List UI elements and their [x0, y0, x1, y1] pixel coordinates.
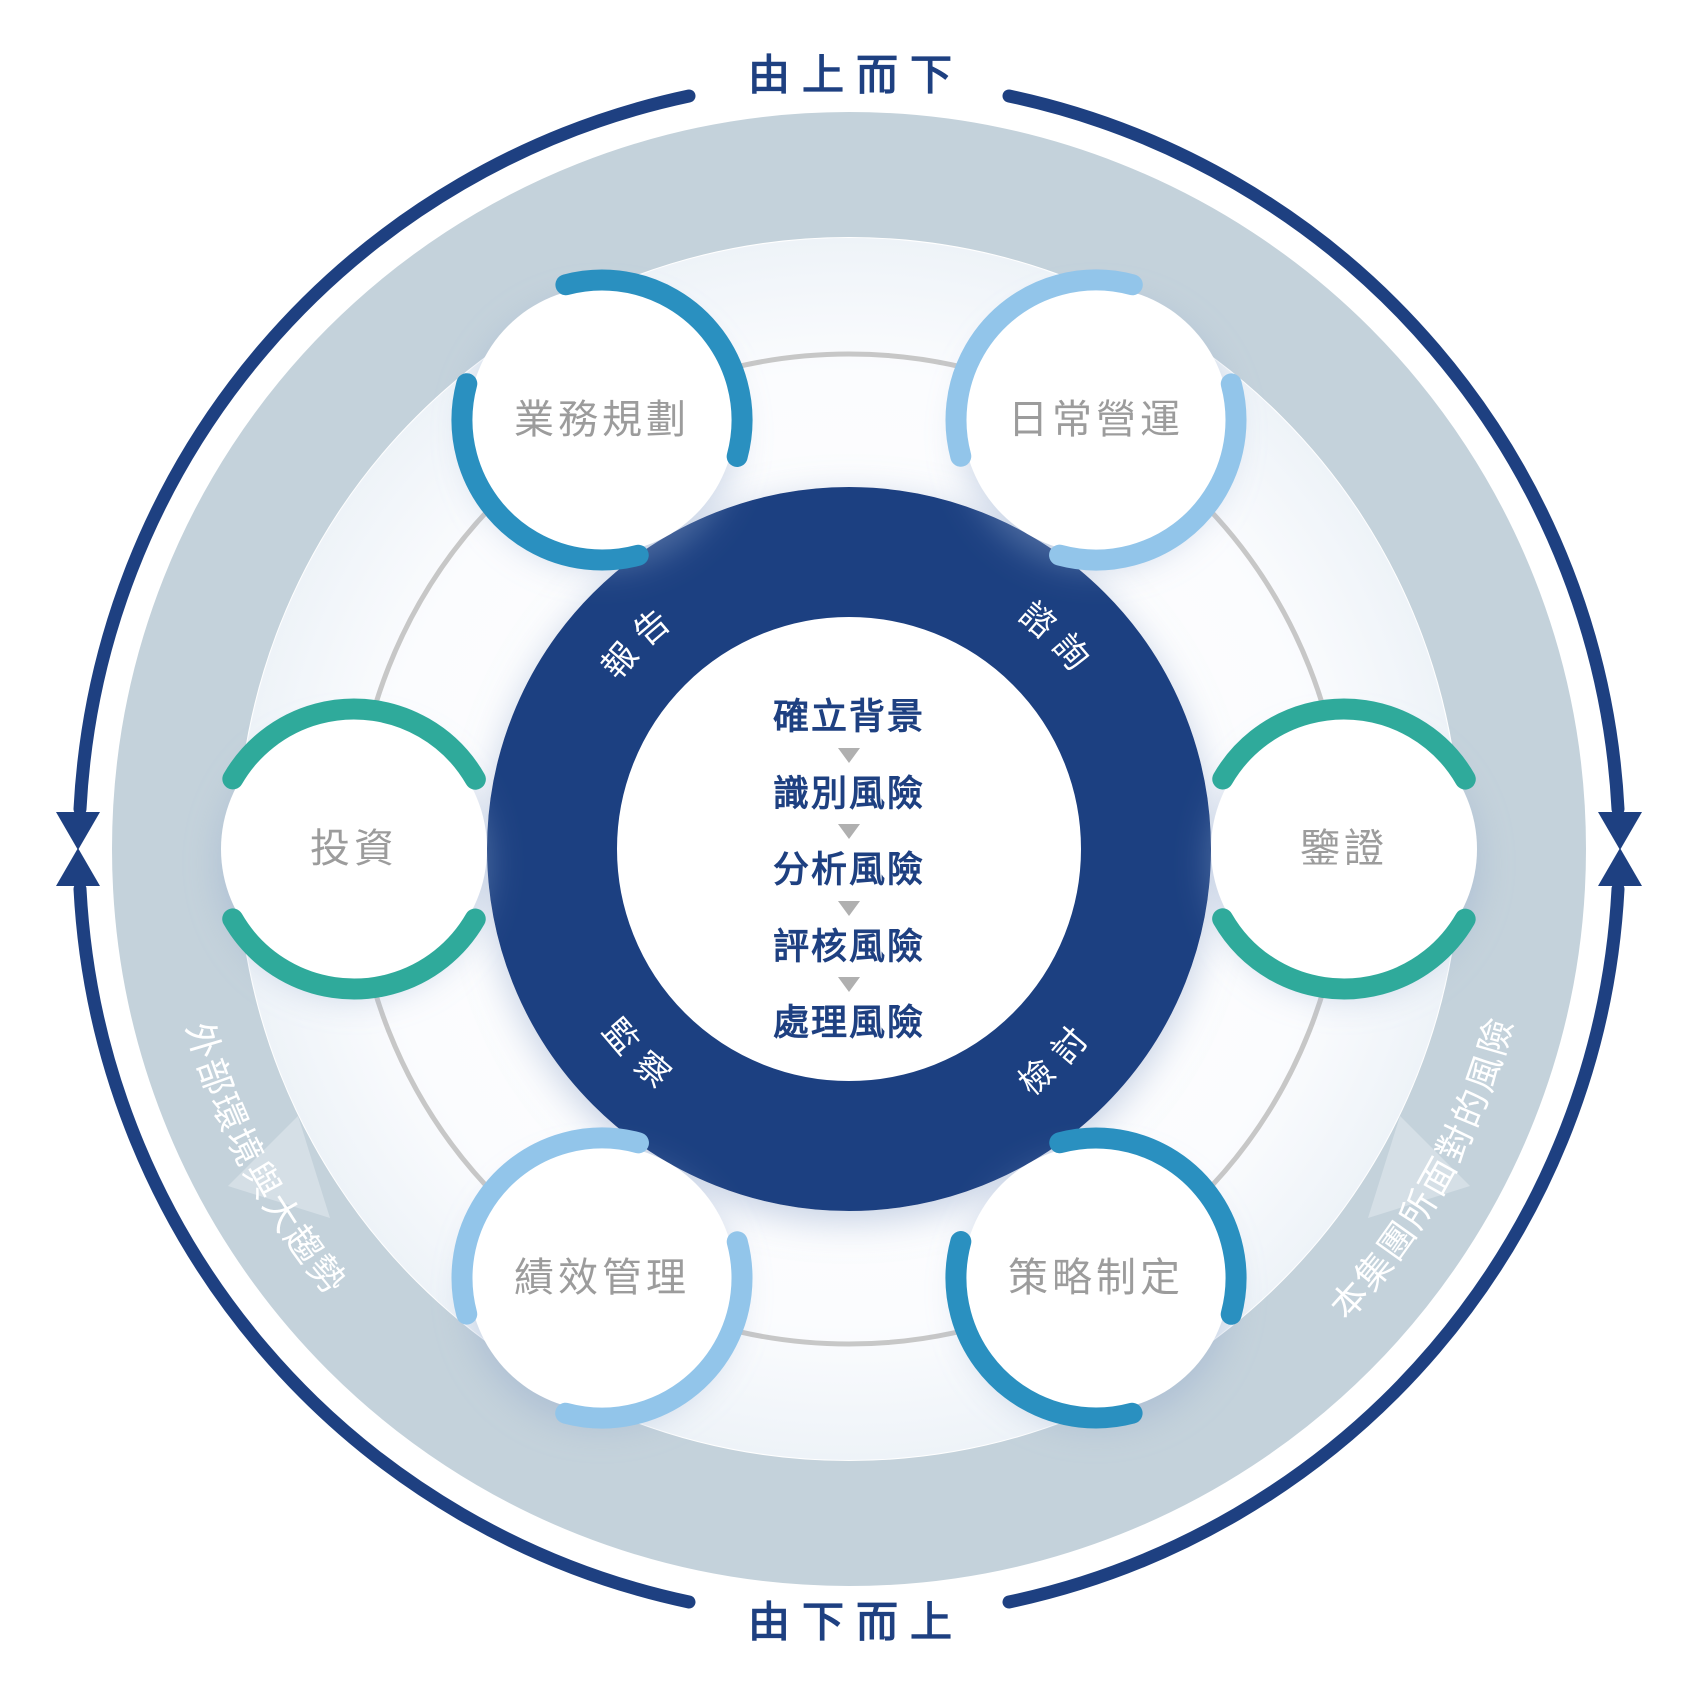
- converge-arrow-left-down-icon: [56, 812, 100, 850]
- band-arrow-right-icon: [1368, 1116, 1470, 1218]
- outer-band-ring: [112, 112, 1586, 1586]
- satellite-arc: [203, 698, 505, 1000]
- satellite-arc: [1193, 698, 1495, 1000]
- satellite-arc: [945, 1127, 1247, 1429]
- step-arrow-down-icon: [838, 824, 860, 839]
- outer-cycle-arc-bottom-right: [1002, 882, 1625, 1609]
- satellite-strategy-formulation: 策略制定: [945, 1127, 1247, 1429]
- satellite-label: 業務規劃: [514, 397, 690, 443]
- process-step-treat-risk: 處理風險: [773, 1003, 925, 1044]
- satellite-investment: 投資: [203, 698, 505, 1000]
- process-step-establish-context: 確立背景: [773, 697, 925, 738]
- outer-cycle-arc-top-left: [73, 89, 696, 816]
- satellite-circle: [963, 1145, 1229, 1411]
- step-arrow-down-icon: [838, 748, 860, 763]
- satellite-label: 鑒證: [1300, 826, 1388, 872]
- satellite-assurance: 鑒證: [1193, 698, 1495, 1000]
- top-flow-label: 由上而下: [748, 51, 964, 100]
- bottom-flow-label: 由下而上: [748, 1598, 964, 1647]
- satellite-circle: [221, 716, 487, 982]
- satellite-arc: [945, 269, 1247, 571]
- satellite-label: 日常營運: [1008, 397, 1184, 443]
- process-step-evaluate-risk: 評核風險: [773, 927, 925, 968]
- step-arrow-down-icon: [838, 977, 860, 992]
- outer-cycle-arc-top-right: [1002, 89, 1625, 816]
- process-step-analyse-risk: 分析風險: [773, 850, 925, 891]
- converge-arrow-left-up-icon: [56, 848, 100, 886]
- converge-arrow-right-down-icon: [1598, 812, 1642, 850]
- satellite-label: 策略制定: [1008, 1255, 1184, 1301]
- satellite-label: 投資: [310, 826, 398, 872]
- satellite-arc: [451, 269, 753, 571]
- converge-arrow-right-up-icon: [1598, 848, 1642, 886]
- step-arrow-down-icon: [838, 901, 860, 916]
- process-step-identify-risk: 識別風險: [773, 774, 925, 815]
- satellite-daily-operations: 日常營運: [945, 269, 1247, 571]
- band-arrow-left-icon: [228, 1116, 330, 1218]
- risk-process-ring: [487, 487, 1211, 1211]
- satellite-circle: [963, 287, 1229, 553]
- satellite-circle: [469, 287, 735, 553]
- satellite-circle: [1211, 716, 1477, 982]
- outer-cycle-arc-bottom-left: [73, 882, 696, 1609]
- satellite-label: 績效管理: [514, 1255, 690, 1301]
- satellite-business-planning: 業務規劃: [451, 269, 753, 571]
- satellite-performance-management: 績效管理: [451, 1127, 753, 1429]
- satellite-arc: [451, 1127, 753, 1429]
- satellite-circle: [469, 1145, 735, 1411]
